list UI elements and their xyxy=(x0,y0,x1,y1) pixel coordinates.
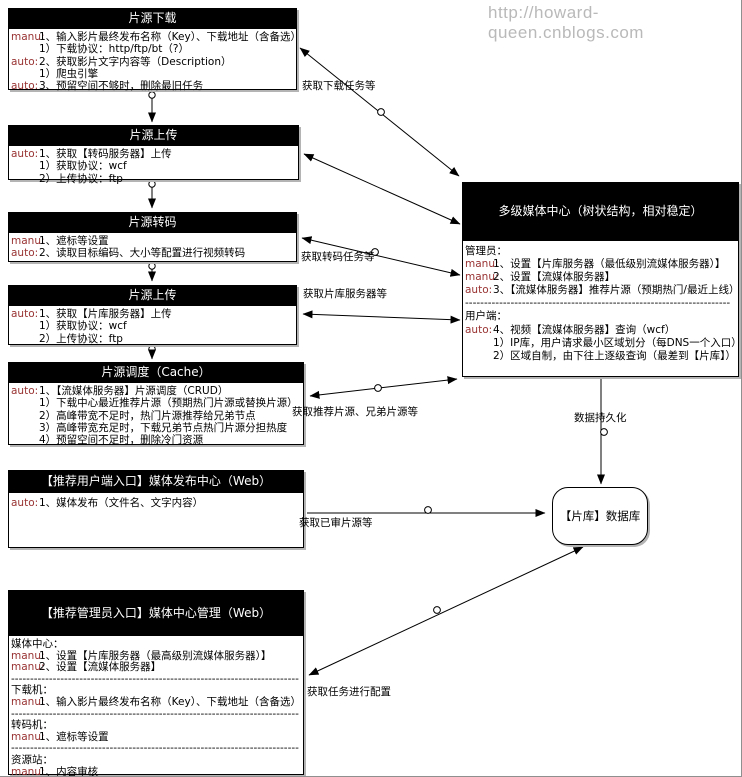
box-line: 资源站： xyxy=(11,753,53,766)
box-line: manu:1、遮标等设置 xyxy=(11,235,109,247)
box-line: ----------------------------------------… xyxy=(11,672,299,685)
box-line: 转码机： xyxy=(11,719,53,732)
box-line: manu:1、输入影片最终发布名称（Key）、下载地址（含备选） xyxy=(11,695,301,708)
edge-download-mediacenter xyxy=(299,47,460,177)
edge-label-recommended-sources: 获取推荐片源、兄弟片源等 xyxy=(292,406,418,418)
box-line: ----------------------------------------… xyxy=(11,707,299,720)
box-title: 片源转码 xyxy=(9,213,296,233)
box-body: 管理员：manu:1、设置【片库服务器（最低级别流媒体服务器）】manu:2、设… xyxy=(463,241,742,363)
db-node-media-library: 【片库】数据库 xyxy=(552,487,648,545)
box-line: auto:1、【流媒体服务器】片源调度（CRUD） xyxy=(11,385,229,397)
box-line: auto:3、【流媒体服务器】推荐片源（预期热门/最近上线） xyxy=(465,284,740,297)
edge-upload2-mediacenter xyxy=(302,310,461,324)
edge-admin-db xyxy=(308,546,584,676)
box-title: 【推荐用户端入口】媒体发布中心（Web） xyxy=(9,471,303,493)
box-line: auto:1、获取【片库服务器】上传 xyxy=(11,308,172,320)
box-line: 2）上传协议：ftp xyxy=(39,332,123,345)
edge-label-library-servers: 获取片库服务器等 xyxy=(303,288,387,300)
box-line: auto:4、视频【流媒体服务器】查询（wcf） xyxy=(465,323,676,336)
box-line: manu:1、遮标等设置 xyxy=(11,730,109,743)
box-line: 1）获取协议：wcf xyxy=(39,320,127,333)
box-source-cache-schedule: 片源调度（Cache） auto:1、【流媒体服务器】片源调度（CRUD）1）下… xyxy=(8,362,304,446)
box-title: 片源调度（Cache） xyxy=(9,363,303,383)
box-line: 1）IP库，用户请求最小区域划分（每DNS一个入口） xyxy=(493,336,742,349)
watermark-url: http://howard-queen.cnblogs.com xyxy=(488,3,644,42)
box-line: auto:1、获取【转码服务器】上传 xyxy=(11,148,172,160)
box-line: auto:1、媒体发布（文件名、文字内容） xyxy=(11,497,204,509)
box-line: 3）高峰带宽充足时，下载兄弟节点热门片源分担热度 xyxy=(39,421,288,434)
box-body: 媒体中心：manu:1、设置【片库服务器（最高级别流媒体服务器）】manu:2、… xyxy=(9,636,303,777)
box-line: 1）爬虫引擎 xyxy=(39,67,99,80)
box-line: 1）下载协议：http/ftp/bt（?） xyxy=(39,43,189,56)
edge-label-task-config: 获取任务进行配置 xyxy=(307,686,391,698)
box-line: 管理员： xyxy=(465,245,507,257)
box-title: 片源上传 xyxy=(9,286,296,306)
edge-label-reviewed-sources: 获取已审片源等 xyxy=(299,517,373,529)
box-line: manu:2、设置【流媒体服务器】 xyxy=(465,271,616,284)
box-line: 用户端： xyxy=(465,310,507,323)
box-line: 2）区域自制，由下往上逐级查询（最差到【片库】） xyxy=(493,349,736,362)
box-line: 2）高峰带宽不足时，热门片源推荐给兄弟节点 xyxy=(39,409,256,422)
box-body: auto:1、【流媒体服务器】片源调度（CRUD）1）下载中心最近推荐片源（预期… xyxy=(9,383,303,446)
edge-upload1-mediacenter xyxy=(303,153,461,225)
box-line: ----------------------------------------… xyxy=(465,297,731,310)
edge-label-persistence: 数据持久化 xyxy=(574,412,627,424)
box-body: auto:1、媒体发布（文件名、文字内容） xyxy=(9,493,303,509)
box-line: manu:1、设置【片库服务器（最高级别流媒体服务器）】 xyxy=(11,649,272,662)
box-source-download: 片源下载 manu:1、输入影片最终发布名称（Key）、下载地址（含备选）1）下… xyxy=(8,8,301,93)
box-line: 媒体中心： xyxy=(11,638,64,650)
box-line: 1）获取协议：wcf xyxy=(39,160,127,173)
box-line: manu:1、设置【片库服务器（最低级别流媒体服务器）】 xyxy=(465,258,726,271)
box-line: ----------------------------------------… xyxy=(11,742,299,755)
box-media-publish-center: 【推荐用户端入口】媒体发布中心（Web） auto:1、媒体发布（文件名、文字内… xyxy=(8,470,304,548)
box-line: auto:2、读取目标编码、大小等配置进行视频转码 xyxy=(11,247,246,260)
box-body: manu:1、输入影片最终发布名称（Key）、下载地址（含备选）1）下载协议：h… xyxy=(9,29,301,93)
box-title: 片源上传 xyxy=(9,126,298,146)
db-node-label: 【片库】数据库 xyxy=(559,509,641,523)
box-line: auto:3、预留空间不够时，删除最旧任务 xyxy=(11,80,204,93)
box-media-center-admin: 【推荐管理员入口】媒体中心管理（Web） 媒体中心：manu:1、设置【片库服务… xyxy=(8,590,304,777)
box-title: 片源下载 xyxy=(9,9,296,29)
box-line: 4）预留空间不足时，删除冷门资源 xyxy=(39,434,204,447)
box-multilevel-media-center: 多级媒体中心（树状结构，相对稳定） 管理员：manu:1、设置【片库服务器（最低… xyxy=(462,182,742,377)
box-title: 多级媒体中心（树状结构，相对稳定） xyxy=(463,183,738,241)
box-line: manu:1、内容审核 xyxy=(11,765,99,777)
box-line: auto:2、获取影片文字内容等（Description） xyxy=(11,55,232,68)
box-line: 2）上传协议：ftp xyxy=(39,172,123,185)
edge-cache-mediacenter xyxy=(309,376,458,399)
box-line: manu:2、设置【流媒体服务器】 xyxy=(11,661,162,674)
box-line: manu:1、输入影片最终发布名称（Key）、下载地址（含备选） xyxy=(11,31,301,43)
edge-label-download-tasks: 获取下载任务等 xyxy=(302,80,376,92)
box-line: 下载机： xyxy=(11,684,53,697)
box-line: 1）下载中心最近推荐片源（预期热门片源或替换片源） xyxy=(39,397,298,410)
edge-label-transcode-tasks: 获取转码任务等 xyxy=(301,251,375,263)
box-title: 【推荐管理员入口】媒体中心管理（Web） xyxy=(9,591,303,636)
